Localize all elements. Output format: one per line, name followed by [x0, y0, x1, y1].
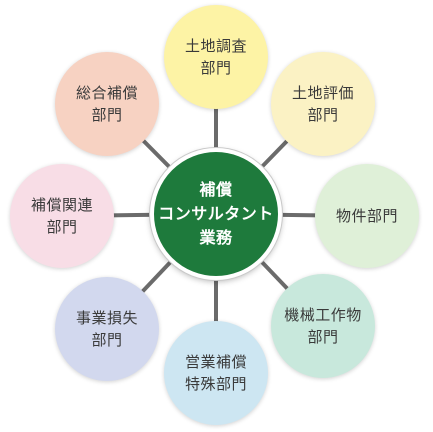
- node-machinery-structures-label: 機械工作物 部門: [284, 306, 362, 346]
- node-compensation-related-label: 補償関連 部門: [30, 196, 93, 236]
- node-land-appraisal-label: 土地評価 部門: [291, 84, 354, 124]
- node-compensation-related: 補償関連 部門: [10, 164, 114, 268]
- node-general-compensation: 総合補償 部門: [55, 52, 159, 156]
- node-land-survey: 土地調査 部門: [164, 5, 268, 109]
- center-node: 補償 コンサルタント 業務: [150, 148, 282, 280]
- center-node-label: 補償 コンサルタント 業務: [158, 180, 274, 247]
- node-property-label: 物件部門: [335, 207, 398, 225]
- node-property: 物件部門: [315, 164, 419, 268]
- node-general-compensation-label: 総合補償 部門: [75, 84, 138, 124]
- node-land-appraisal: 土地評価 部門: [271, 52, 375, 156]
- node-land-survey-label: 土地調査 部門: [184, 37, 247, 77]
- node-business-loss-label: 事業損失 部門: [75, 309, 138, 349]
- node-business-loss: 事業損失 部門: [55, 277, 159, 381]
- node-machinery-structures: 機械工作物 部門: [271, 274, 375, 378]
- node-business-compensation-special: 営業補償 特殊部門: [164, 321, 268, 425]
- node-business-compensation-special-label: 営業補償 特殊部門: [184, 353, 247, 393]
